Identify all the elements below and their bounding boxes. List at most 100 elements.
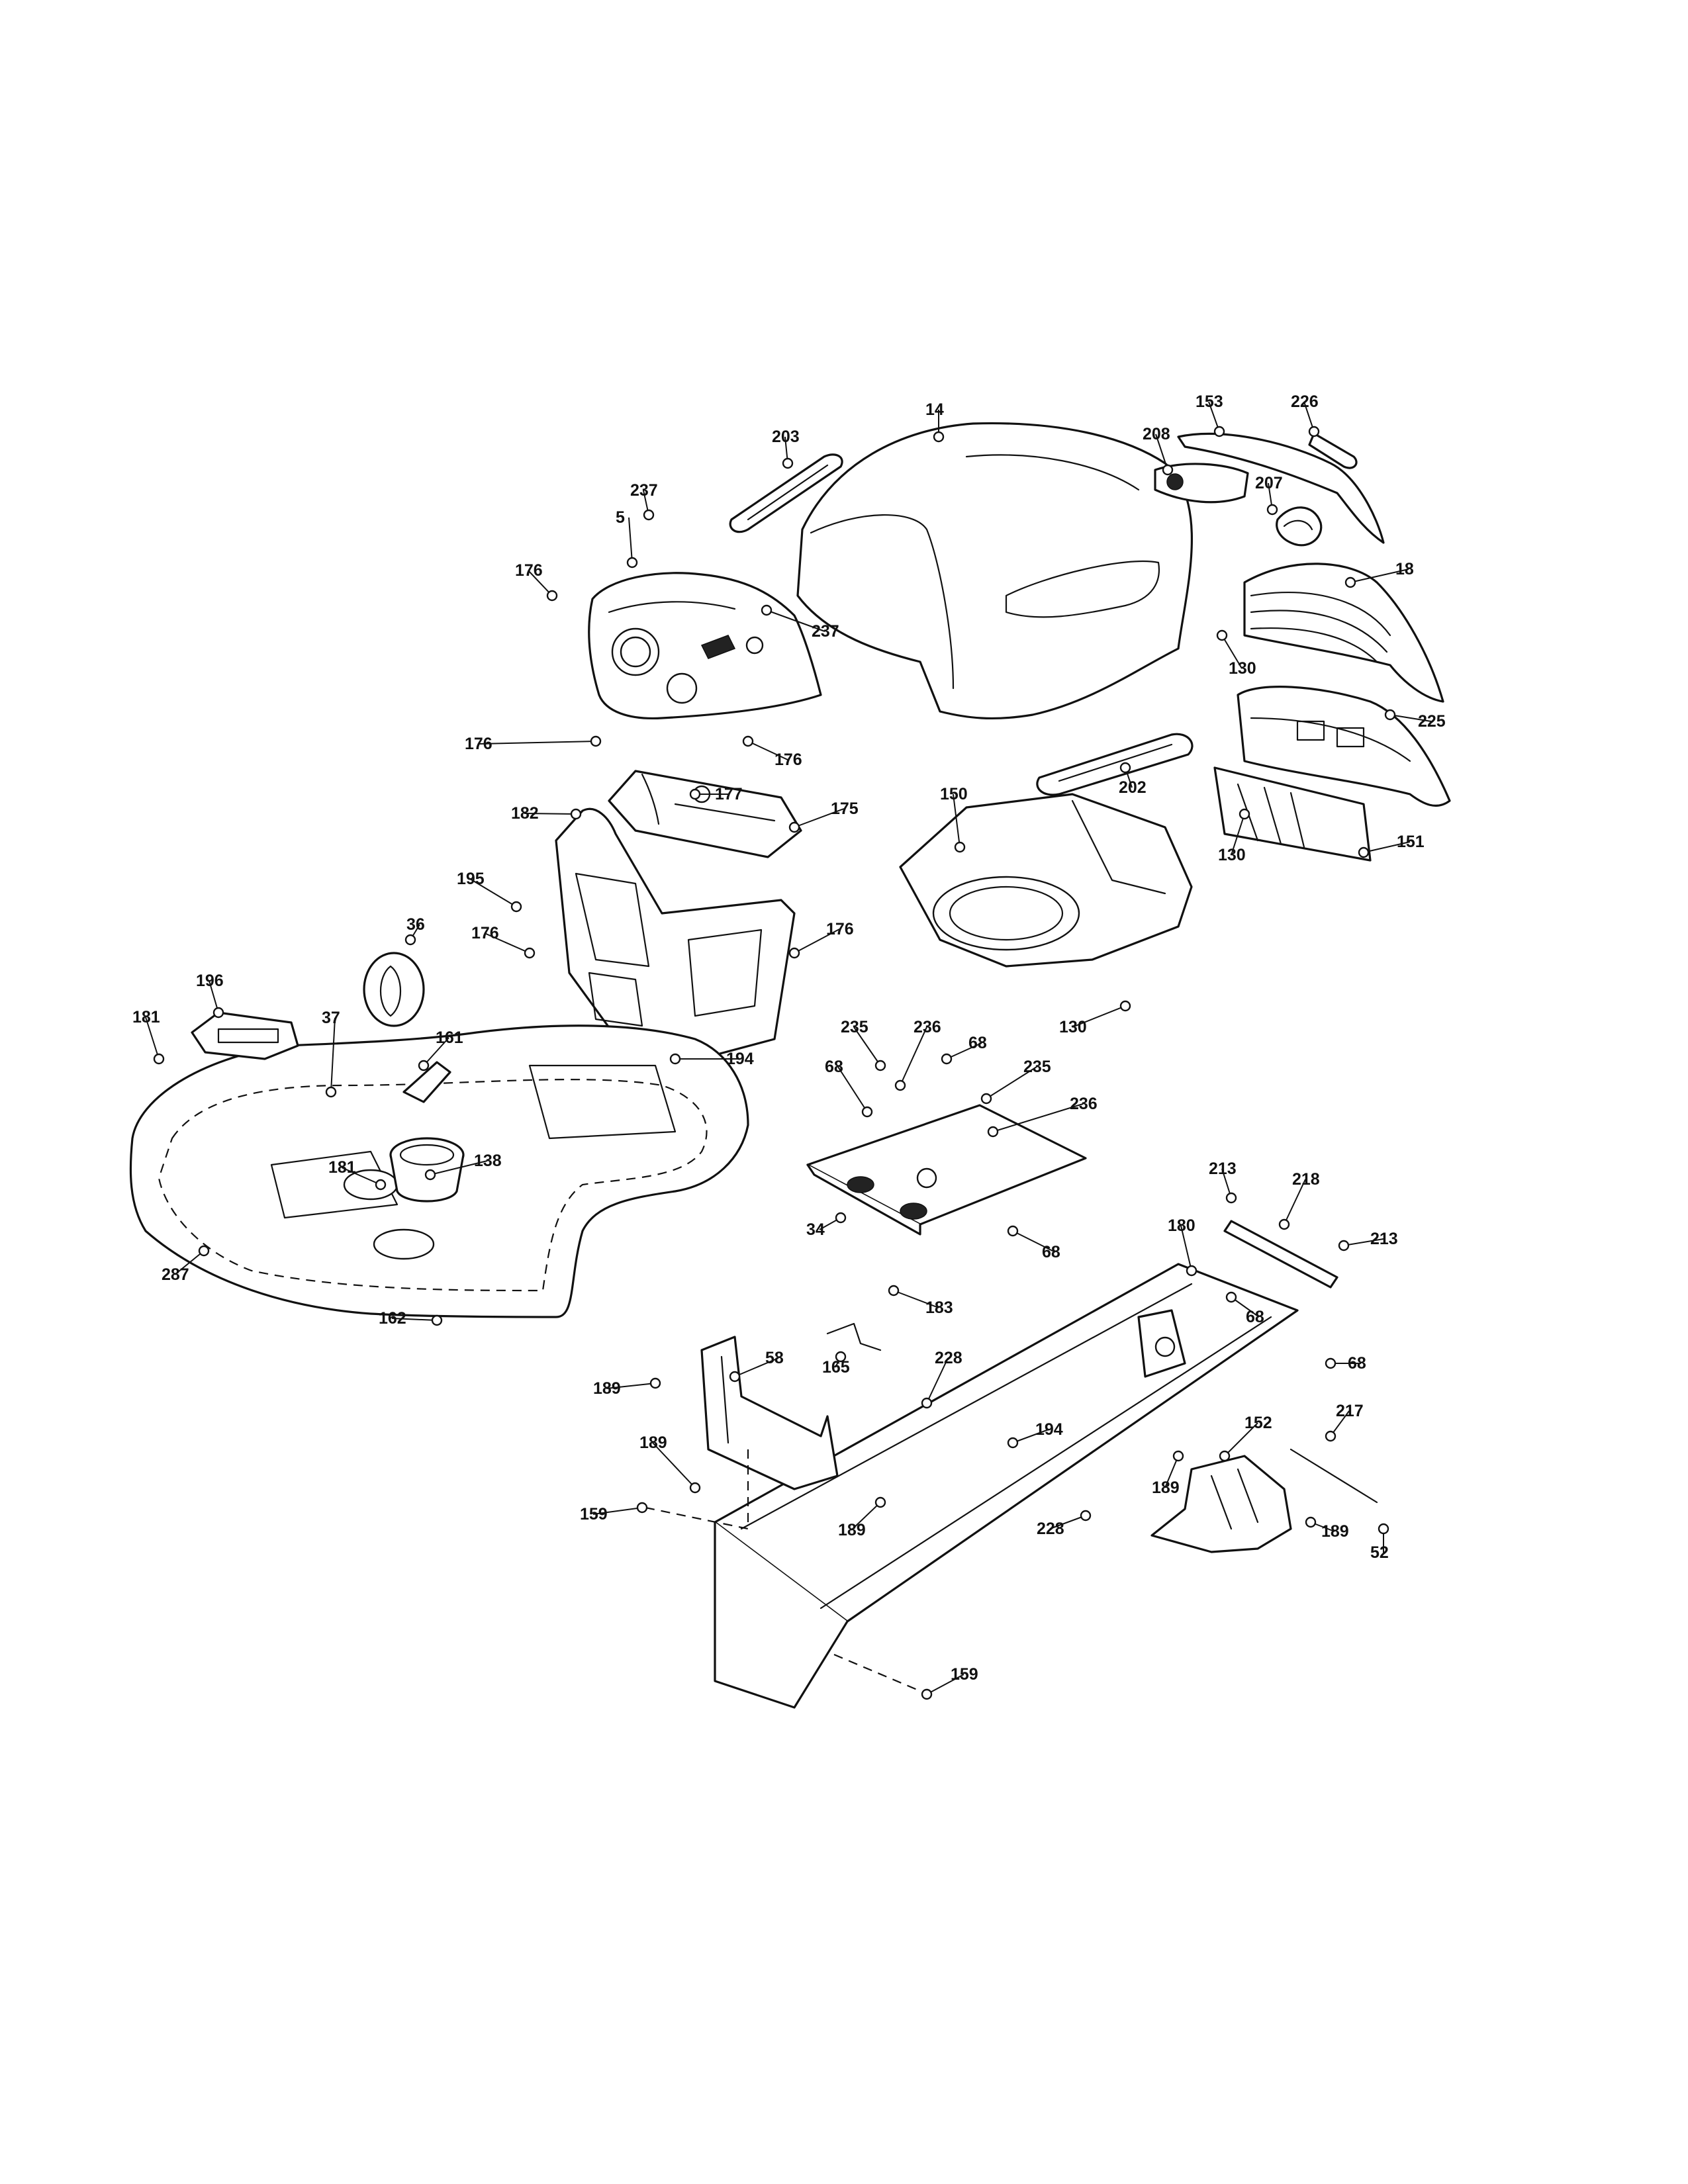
headlight-assembly-part bbox=[1154, 432, 1385, 547]
part-number-label: 52 bbox=[1370, 1543, 1389, 1562]
part-number-label: 130 bbox=[1229, 659, 1256, 678]
callout-194: 194 bbox=[669, 1050, 754, 1068]
callout-228: 228 bbox=[1037, 1510, 1092, 1538]
callout-176: 176 bbox=[515, 561, 558, 602]
part-number-label: 37 bbox=[322, 1009, 340, 1027]
callout-159: 159 bbox=[921, 1665, 978, 1700]
callout-237: 237 bbox=[761, 604, 839, 641]
leader-line bbox=[1224, 1422, 1258, 1457]
fastener-marker bbox=[325, 1086, 337, 1098]
part-number-label: 235 bbox=[1023, 1058, 1051, 1076]
part-number-label: 5 bbox=[616, 508, 625, 527]
callout-18: 18 bbox=[1344, 560, 1414, 588]
fastener-marker bbox=[1378, 1523, 1389, 1535]
callout-202: 202 bbox=[1119, 762, 1147, 797]
callout-176: 176 bbox=[788, 920, 854, 959]
mounting-plate-part bbox=[806, 1104, 1087, 1236]
part-number-label: 181 bbox=[328, 1158, 356, 1177]
callout-195: 195 bbox=[457, 870, 522, 913]
part-number-label: 150 bbox=[940, 785, 968, 803]
part-number-label: 236 bbox=[914, 1018, 941, 1036]
frame-rail-part bbox=[714, 1263, 1299, 1709]
leader-line bbox=[391, 1318, 438, 1321]
leader-line bbox=[1284, 1179, 1306, 1225]
leader-line bbox=[893, 1290, 939, 1308]
leader-line bbox=[1155, 433, 1168, 471]
part-number-label: 189 bbox=[1321, 1522, 1349, 1541]
leader-line bbox=[946, 1042, 982, 1060]
part-number-label: 68 bbox=[825, 1058, 843, 1076]
fastener-marker bbox=[874, 1060, 886, 1071]
part-number-label: 226 bbox=[1291, 392, 1319, 411]
fan-shroud-part bbox=[899, 793, 1193, 968]
callout-151: 151 bbox=[1358, 833, 1425, 858]
callout-162: 162 bbox=[379, 1309, 443, 1328]
seat-support-part bbox=[191, 1011, 299, 1060]
leader-line bbox=[747, 741, 788, 760]
leader-line bbox=[900, 1026, 927, 1086]
leader-line bbox=[837, 1066, 868, 1113]
callout-225: 225 bbox=[1384, 709, 1446, 731]
fastener-marker bbox=[590, 735, 602, 747]
part-number-label: 130 bbox=[1059, 1018, 1087, 1036]
callout-68: 68 bbox=[825, 1058, 873, 1118]
callout-213: 213 bbox=[1209, 1160, 1237, 1204]
part-number-label: 68 bbox=[1246, 1308, 1264, 1326]
callout-177: 177 bbox=[689, 785, 743, 803]
fastener-marker bbox=[153, 1053, 165, 1065]
part-number-label: 194 bbox=[726, 1050, 754, 1068]
fastener-marker bbox=[626, 557, 638, 569]
fastener-marker bbox=[1225, 1291, 1237, 1303]
callout-189: 189 bbox=[1152, 1450, 1184, 1497]
part-number-label: 130 bbox=[1218, 846, 1246, 864]
callout-150: 150 bbox=[940, 785, 968, 853]
callout-68: 68 bbox=[941, 1034, 987, 1065]
fastener-marker bbox=[1119, 1000, 1131, 1012]
part-number-label: 58 bbox=[765, 1349, 784, 1367]
fastener-marker bbox=[1162, 464, 1174, 476]
leader-line bbox=[528, 570, 553, 596]
part-number-label: 237 bbox=[812, 622, 839, 641]
fastener-marker bbox=[375, 1179, 387, 1191]
fastener-marker bbox=[1358, 846, 1370, 858]
heat-shield-part bbox=[1036, 733, 1194, 796]
leader-line bbox=[484, 933, 530, 954]
part-number-label: 202 bbox=[1119, 778, 1147, 797]
leader-line bbox=[851, 1502, 881, 1531]
rear-bracket-part bbox=[1223, 1220, 1338, 1289]
fastener-marker bbox=[888, 1285, 900, 1297]
fastener-marker bbox=[1344, 576, 1356, 588]
part-number-label: 68 bbox=[1348, 1354, 1366, 1373]
leader-line bbox=[986, 1066, 1037, 1099]
part-number-label: 235 bbox=[841, 1018, 868, 1036]
callout-189: 189 bbox=[1305, 1516, 1349, 1541]
part-number-label: 177 bbox=[715, 785, 743, 803]
grille-strip-part bbox=[729, 453, 843, 533]
leader-line bbox=[794, 929, 840, 954]
callout-203: 203 bbox=[772, 428, 800, 469]
fastener-marker bbox=[954, 841, 966, 853]
fastener-marker bbox=[1384, 709, 1396, 721]
part-number-label: 181 bbox=[132, 1008, 160, 1026]
part-number-label: 203 bbox=[772, 428, 800, 446]
part-number-label: 237 bbox=[630, 481, 658, 500]
part-number-label: 152 bbox=[1244, 1414, 1272, 1432]
fastener-marker bbox=[1219, 1450, 1231, 1462]
fastener-marker bbox=[1305, 1516, 1317, 1528]
callout-237: 237 bbox=[630, 481, 658, 521]
leader-line bbox=[145, 1017, 160, 1060]
fastener-marker bbox=[198, 1245, 210, 1257]
callout-189: 189 bbox=[593, 1377, 661, 1398]
part-number-label: 14 bbox=[925, 400, 944, 419]
callout-68: 68 bbox=[1007, 1225, 1060, 1261]
fastener-marker bbox=[987, 1126, 999, 1138]
leader-line bbox=[341, 1167, 381, 1185]
part-number-label: 165 bbox=[822, 1358, 850, 1377]
callout-68: 68 bbox=[1225, 1291, 1264, 1326]
callout-14: 14 bbox=[925, 400, 945, 443]
callout-36: 36 bbox=[404, 915, 425, 946]
fastener-marker bbox=[1225, 1192, 1237, 1204]
part-number-label: 208 bbox=[1143, 425, 1170, 443]
